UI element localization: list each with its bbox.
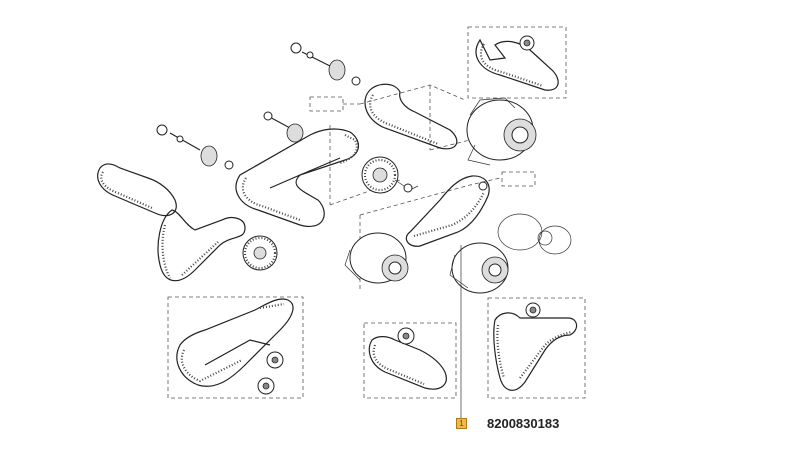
ac-compressor-lower-right — [449, 242, 509, 294]
belt-left-upper — [97, 163, 177, 217]
idler-bolt-upper — [290, 42, 361, 86]
belt-left-v — [157, 209, 246, 282]
label-box-right — [501, 171, 536, 187]
crank-pulley-middle — [361, 156, 419, 194]
belt-group-bottom-left — [167, 296, 304, 399]
idler-bolt-left — [156, 124, 234, 170]
callout-marker[interactable]: 1 — [456, 418, 467, 429]
pulley-gear-left — [242, 235, 278, 271]
idler-bolt-middle — [263, 111, 304, 143]
belt-group-bottom-middle — [363, 322, 457, 399]
ac-compressor-lower-left — [344, 232, 409, 284]
belt-group-top-right — [467, 26, 567, 99]
belt-upper-middle — [364, 83, 458, 150]
belt-central-large — [235, 128, 359, 228]
belt-right-middle — [405, 175, 490, 247]
ac-compressor-upper — [466, 97, 537, 166]
alternator-right — [497, 213, 572, 255]
belt-group-bottom-right — [487, 297, 586, 399]
label-box-upper — [309, 96, 344, 112]
part-number-label: 8200830183 — [487, 416, 560, 431]
